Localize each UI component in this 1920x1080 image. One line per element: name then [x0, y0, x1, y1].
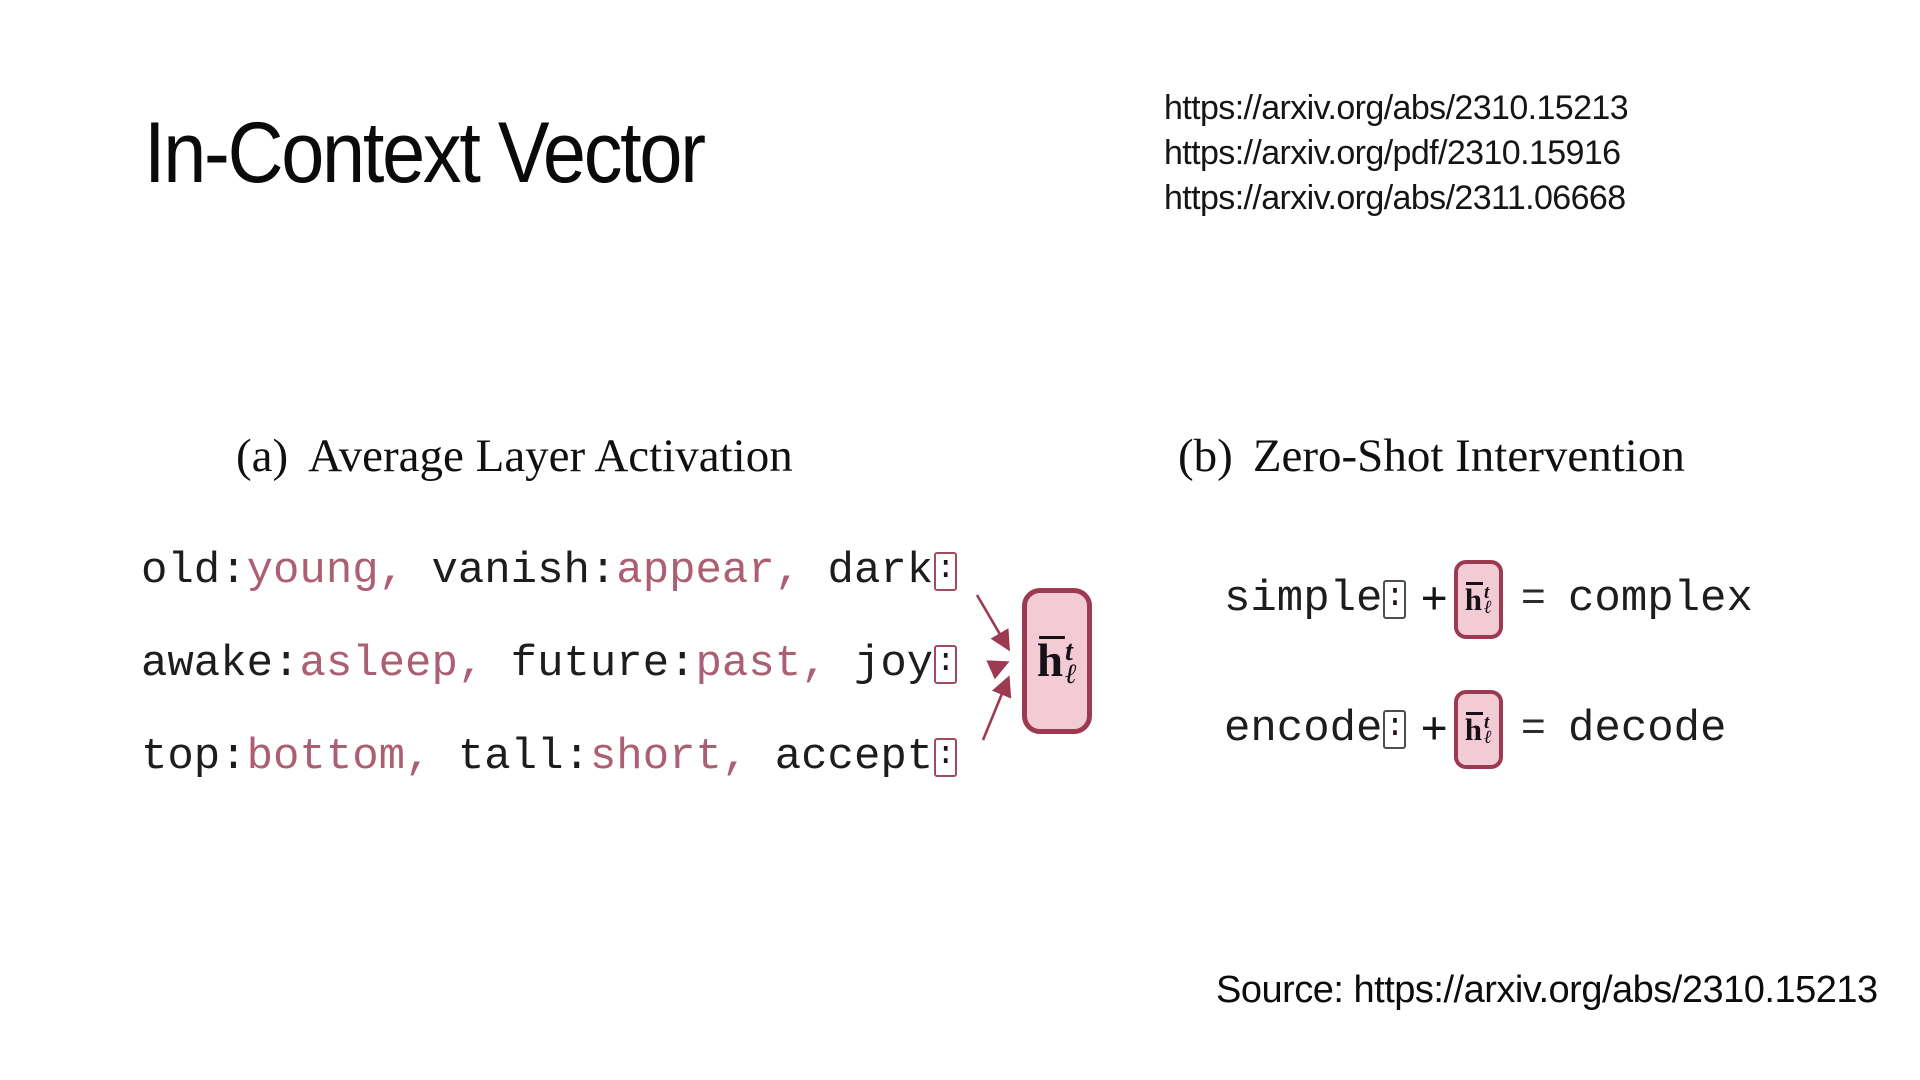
hbar-base: h	[1464, 581, 1484, 617]
word-pair-text: top:bottom, tall:short, accept	[141, 732, 933, 782]
source-note: Source: https://arxiv.org/abs/2310.15213	[1216, 969, 1878, 1011]
reference-link: https://arxiv.org/abs/2311.06668	[1164, 179, 1626, 217]
panel-b-caption: (b) Zero-Shot Intervention	[1178, 429, 1685, 483]
plus-operator: +	[1420, 572, 1448, 625]
word-pair-segment: future:	[484, 639, 696, 689]
panel-b-caption-text: Zero-Shot Intervention	[1252, 430, 1685, 482]
hbar-superscript: t	[1483, 711, 1490, 733]
token-activation-box: :	[934, 643, 958, 684]
intervention-row: encode : + h t ℓ = decode	[1224, 686, 1726, 772]
hbar-subscript: ℓ	[1483, 727, 1492, 749]
intervention-row: simple : + h t ℓ = complex	[1224, 556, 1753, 642]
icv-vector-box-small: h t ℓ	[1453, 689, 1503, 769]
panel-a-caption-text: Average Layer Activation	[308, 430, 793, 482]
reference-link: https://arxiv.org/abs/2310.15213	[1164, 89, 1629, 127]
slide-title: In-Context Vector	[144, 105, 706, 201]
token-activation-box: :	[934, 550, 958, 591]
colon-token: :	[1385, 708, 1405, 745]
word-pair-segment: tall:	[431, 732, 590, 782]
word-pair-segment: past,	[695, 639, 828, 689]
hbar-subscript: ℓ	[1065, 658, 1078, 690]
hbar-superscript: t	[1483, 581, 1490, 603]
word-pair-line: top:bottom, tall:short, accept :	[141, 732, 958, 782]
input-word: encode	[1224, 704, 1383, 754]
word-pair-segment: asleep,	[299, 639, 485, 689]
word-pair-text: awake:asleep, future:past, joy	[141, 639, 933, 689]
word-pair-segment: young,	[246, 546, 406, 596]
word-pair-segment: vanish:	[405, 546, 617, 596]
hbar-scripts: t ℓ	[1065, 635, 1078, 690]
input-word: simple	[1224, 574, 1383, 624]
colon-token: :	[936, 550, 956, 587]
panel-a-tag: (a)	[236, 430, 289, 482]
word-pair-segment: dark	[801, 546, 934, 596]
plus-operator: +	[1420, 702, 1448, 755]
hbar-scripts: t ℓ	[1483, 581, 1492, 619]
word-pair-segment: old:	[141, 546, 247, 596]
icv-vector-box-small: h t ℓ	[1453, 559, 1503, 639]
colon-token: :	[936, 643, 956, 680]
equals-operator: =	[1520, 575, 1547, 623]
reference-links: https://arxiv.org/abs/2310.15213 https:/…	[1164, 86, 1629, 221]
word-pair-segment: accept	[748, 732, 934, 782]
word-pair-segment: joy	[827, 639, 934, 689]
hbar-base: h	[1036, 634, 1066, 687]
token-activation-box: :	[1383, 708, 1407, 749]
hbar-subscript: ℓ	[1483, 597, 1492, 619]
hbar-scripts: t ℓ	[1483, 711, 1492, 749]
panel-b-tag: (b)	[1178, 430, 1233, 482]
word-pair-segment: top:	[141, 732, 247, 782]
hbar-superscript: t	[1065, 635, 1073, 667]
colon-token: :	[1385, 578, 1405, 615]
hbar-symbol: h t ℓ	[1036, 634, 1078, 690]
word-pair-line: old:young, vanish:appear, dark :	[141, 546, 958, 596]
colon-token: :	[936, 736, 956, 773]
word-pair-segment: short,	[589, 732, 749, 782]
equals-operator: =	[1520, 705, 1547, 753]
word-pair-text: old:young, vanish:appear, dark	[141, 546, 933, 596]
token-activation-box: :	[1383, 578, 1407, 619]
word-pair-segment: appear,	[616, 546, 802, 596]
word-pair-segment: awake:	[141, 639, 300, 689]
hbar-symbol: h t ℓ	[1464, 581, 1492, 619]
reference-link: https://arxiv.org/pdf/2310.15916	[1164, 134, 1621, 172]
word-pair-segment: bottom,	[246, 732, 432, 782]
output-word: complex	[1568, 574, 1753, 624]
hbar-base: h	[1464, 711, 1484, 747]
token-activation-box: :	[934, 736, 958, 777]
word-pair-line: awake:asleep, future:past, joy :	[141, 639, 958, 689]
output-word: decode	[1568, 704, 1727, 754]
panel-a-caption: (a) Average Layer Activation	[236, 429, 793, 483]
hbar-symbol: h t ℓ	[1464, 711, 1492, 749]
icv-vector-box: h t ℓ	[1022, 588, 1092, 734]
